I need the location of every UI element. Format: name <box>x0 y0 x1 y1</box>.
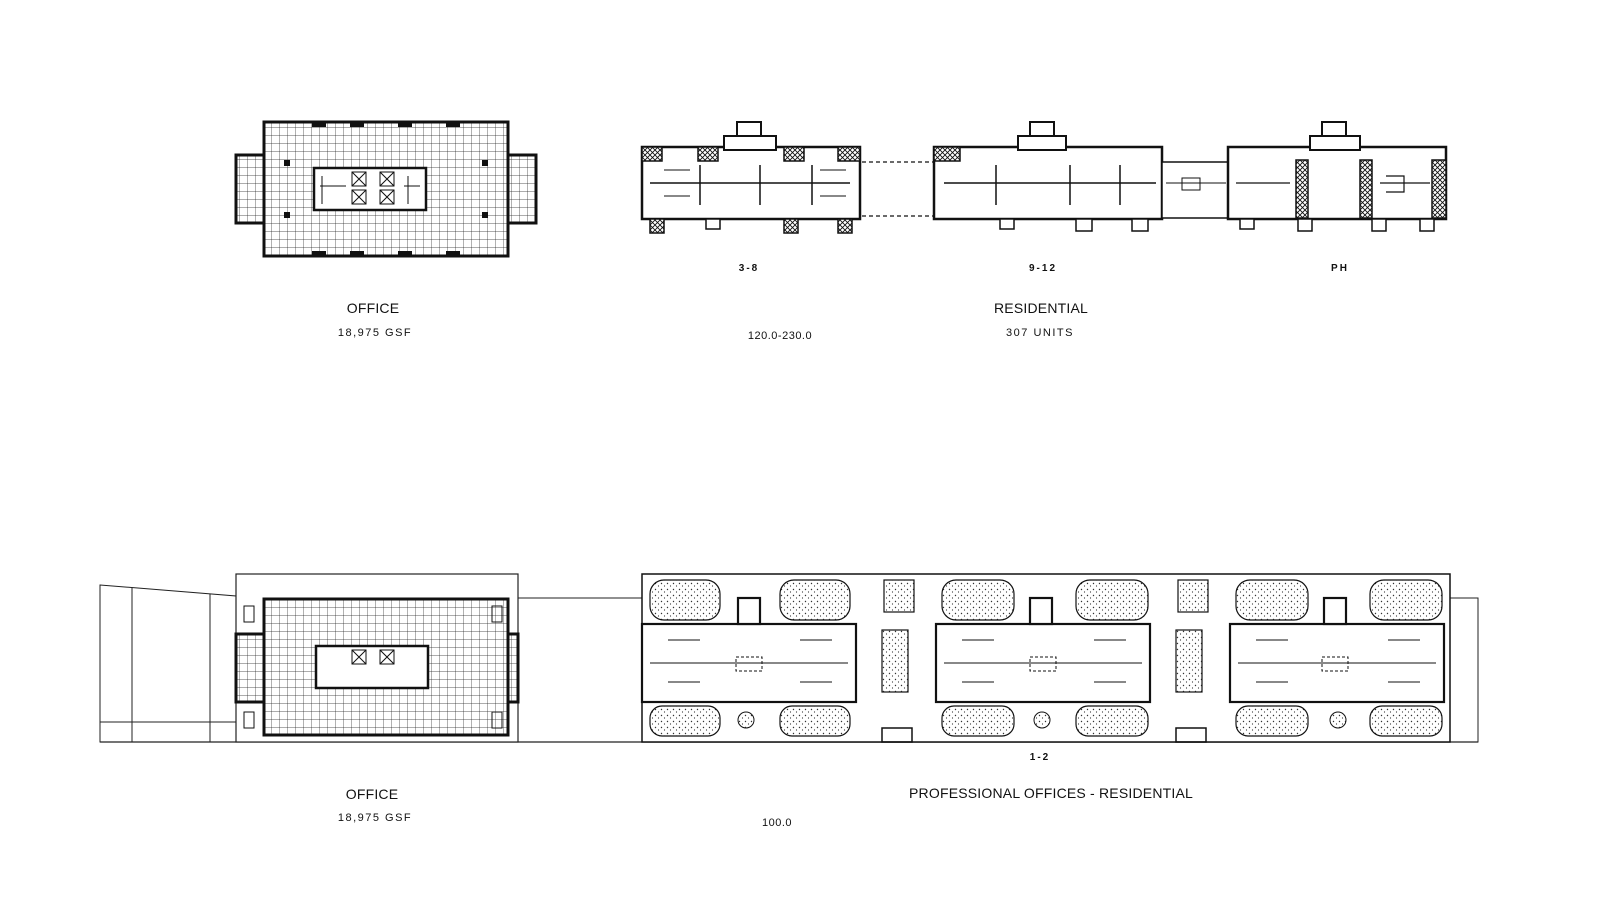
office-area-bottom: 18,975 GSF <box>337 812 413 824</box>
floor-label-3-8: 3-8 <box>738 263 760 274</box>
floor-label-ph: PH <box>1331 263 1349 274</box>
professional-offices-title: PROFESSIONAL OFFICES - RESIDENTIAL <box>909 785 1193 801</box>
residential-elevation: 120.0-230.0 <box>747 330 813 342</box>
residential-plan-ph <box>1226 121 1448 232</box>
office-title-top: OFFICE <box>346 300 400 316</box>
office-title-bottom: OFFICE <box>345 786 399 802</box>
office-floor-plan-bottom <box>234 573 520 743</box>
professional-offices-residential-plan <box>640 573 1451 743</box>
office-area-top: 18,975 GSF <box>337 327 413 339</box>
residential-units: 307 UNITS <box>1006 327 1074 339</box>
floor-label-9-12: 9-12 <box>1028 263 1058 274</box>
residential-title: RESIDENTIAL <box>994 300 1088 316</box>
office-floor-plan-top <box>234 120 538 258</box>
mixed-elevation: 100.0 <box>761 817 793 829</box>
residential-plan-9-12 <box>932 121 1229 232</box>
residential-plan-3-8 <box>640 121 862 234</box>
floor-label-1-2: 1-2 <box>1029 752 1051 763</box>
